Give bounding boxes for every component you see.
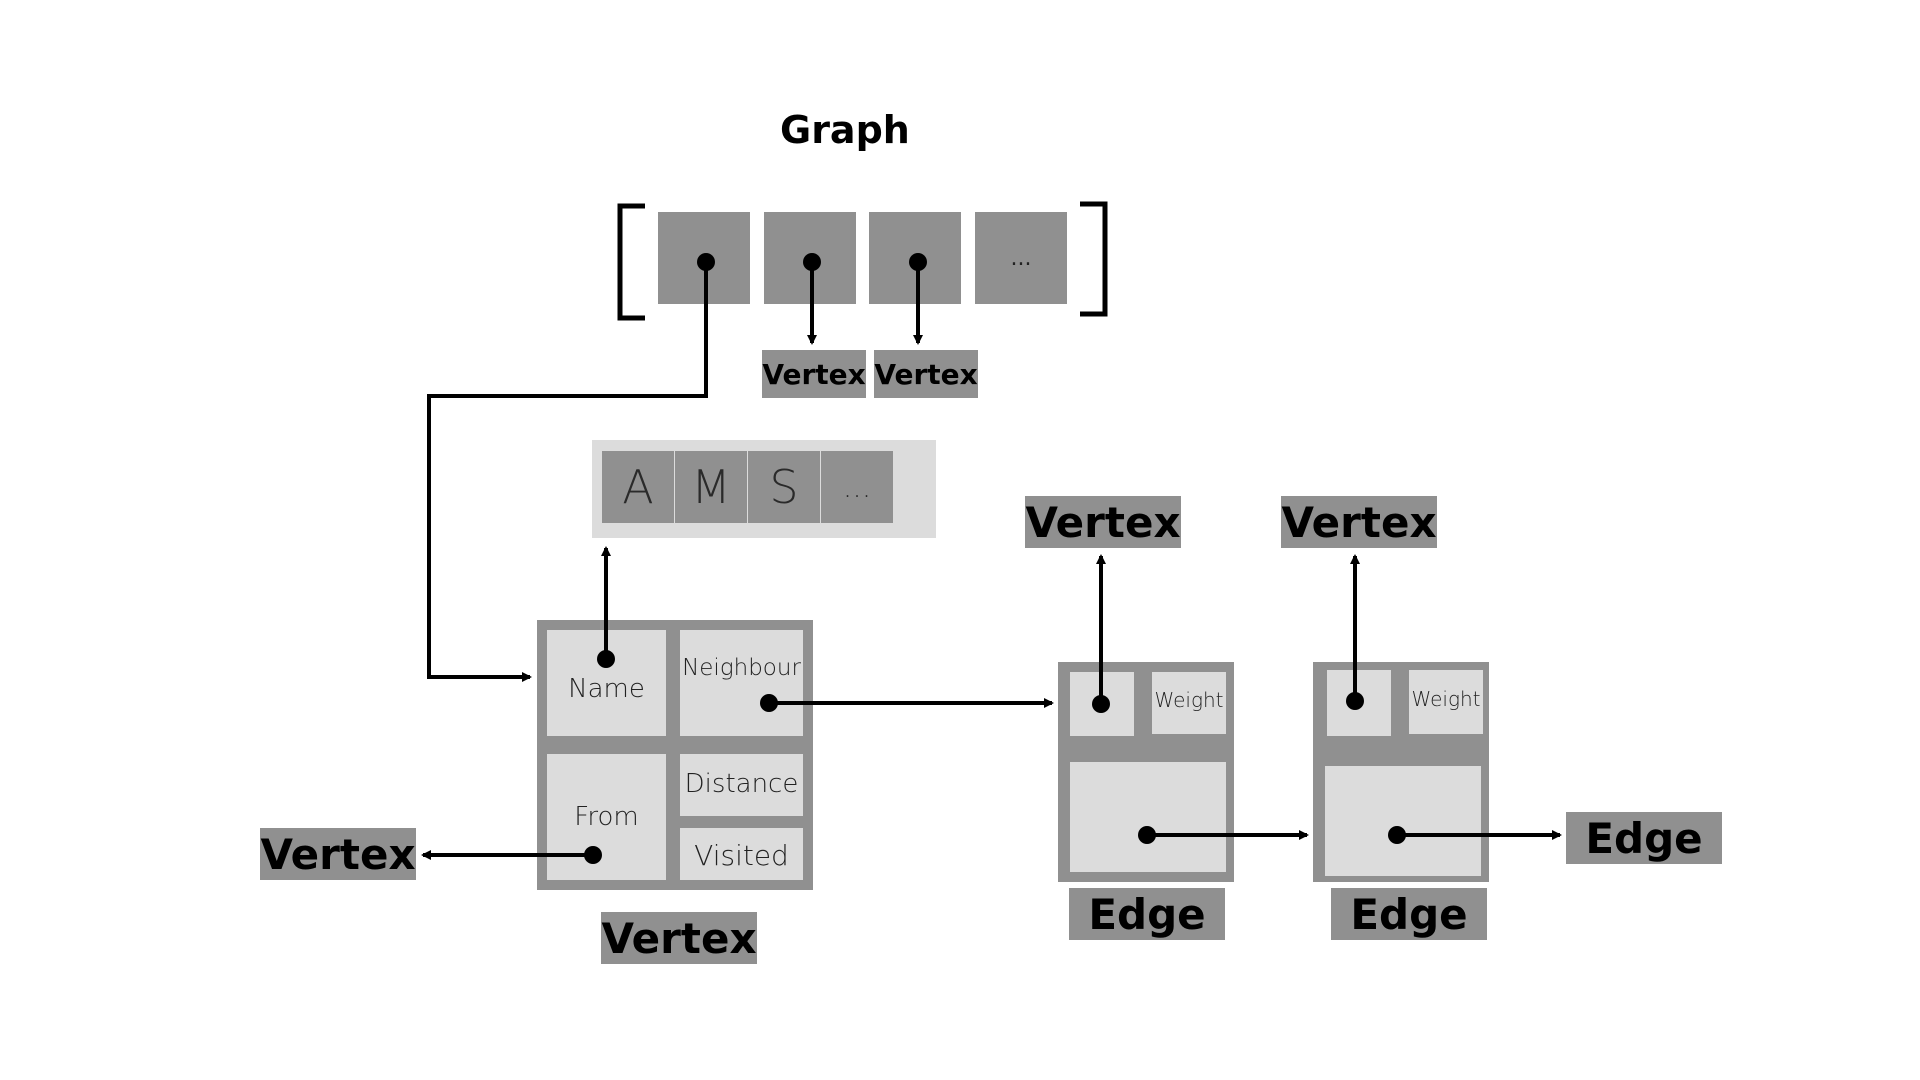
from-target-vertex-label: Vertex [260,828,416,880]
name-array-cell-s: S [748,451,820,523]
diagram-title: Graph [780,108,910,152]
edge-2-next-field [1325,766,1481,876]
right-bracket [1080,201,1108,317]
edge-1-next-field [1070,762,1226,872]
edge-2-weight-label: Weight [1411,687,1481,711]
edge-1-weight-field [1152,672,1226,734]
vertex-field-from-label: From [574,802,639,832]
graph-array-cell-2 [764,212,856,304]
graph-array-cell-3 [869,212,961,304]
edge-1-weight-label: Weight [1154,688,1224,712]
graph-array-ellipsis-text: ... [1010,245,1032,271]
vertex-struct-label: Vertex [601,912,757,964]
name-array-cell-a: A [602,451,674,523]
vertex-field-neighbour [680,630,803,736]
vertex-field-name-label: Name [568,674,645,704]
edge-2-vertex-target-label: Vertex [1281,496,1437,548]
vertex-field-from [547,754,666,880]
name-array-cell-ellipsis: ... [821,451,893,523]
edge-struct-2-label: Edge [1331,888,1487,940]
top-vertex-label-2: Vertex [874,350,978,398]
top-vertex-label-1: Vertex [762,350,866,398]
left-bracket [617,203,645,321]
edge-2-vertex-field [1327,670,1391,736]
graph-array-cell-ellipsis: ... [975,212,1067,304]
vertex-field-visited-label: Visited [694,839,789,872]
edge-1-vertex-field [1070,672,1134,736]
vertex-field-visited [680,828,803,880]
vertex-field-distance-label: Distance [684,769,799,799]
edge-struct-1-label: Edge [1069,888,1225,940]
vertex-field-neighbour-label: Neighbour [682,655,801,681]
name-array-cell-m: M [675,451,747,523]
edge-1-vertex-target-label: Vertex [1025,496,1181,548]
vertex-field-distance [680,754,803,816]
edge-2-weight-field [1409,670,1483,734]
graph-array-cell-1 [658,212,750,304]
next-edge-label: Edge [1566,812,1722,864]
